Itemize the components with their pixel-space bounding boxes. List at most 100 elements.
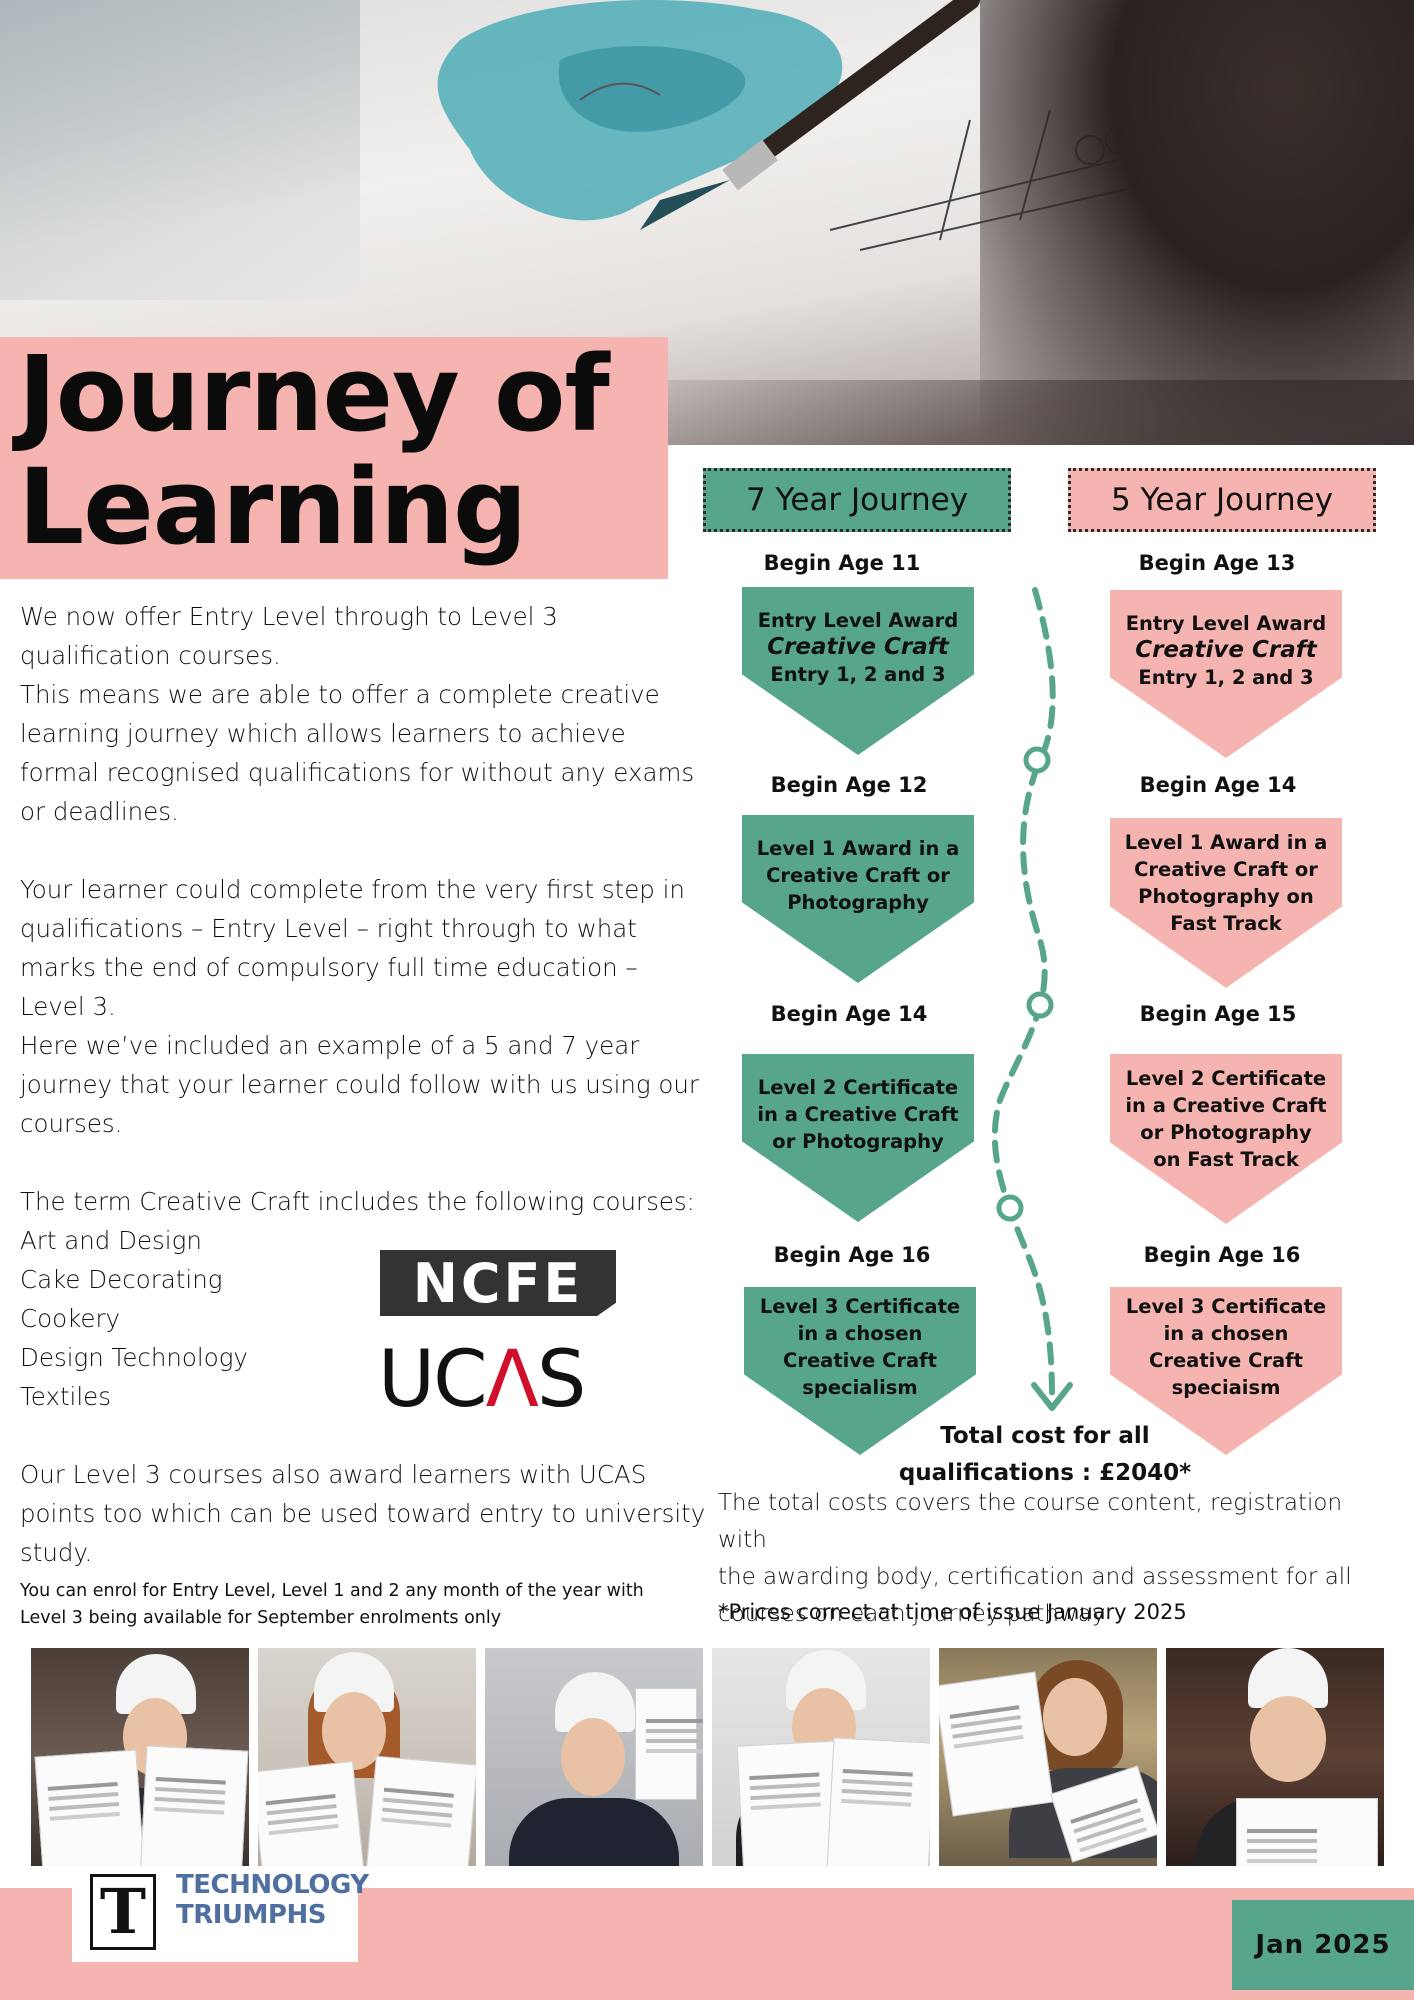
- price-note: *Prices correct at time of issue January…: [718, 1600, 1187, 1624]
- learner-photo: [712, 1648, 930, 1866]
- intro-line: Your learner could complete from the ver…: [20, 875, 685, 904]
- logo-word: TECHNOLOGY: [176, 1870, 369, 1900]
- title-line-2: Learning: [18, 446, 527, 568]
- step-text: Level 3 Certificate in a chosen Creative…: [1125, 1295, 1327, 1399]
- certificate: [826, 1737, 930, 1866]
- shadow-area: [0, 0, 360, 300]
- technology-triumphs-logo: T TECHNOLOGY TRIUMPHS: [72, 1866, 369, 1962]
- step-line: Entry Level Award: [1125, 611, 1327, 635]
- intro-line: marks the end of compulsory full time ed…: [20, 953, 638, 982]
- certificate: [364, 1755, 476, 1866]
- course-item: Cake Decorating: [20, 1265, 223, 1294]
- learner-photo: [485, 1648, 703, 1866]
- enrol-note: You can enrol for Entry Level, Level 1 a…: [20, 1578, 710, 1632]
- step-arrow-green: Level 2 Certificate in a Creative Craft …: [742, 1054, 974, 1222]
- issue-date-badge: Jan 2025: [1232, 1900, 1414, 1990]
- learner-photo: [258, 1648, 476, 1866]
- step-arrow-green: Entry Level Award Creative Craft Entry 1…: [742, 587, 974, 755]
- enrol-line: You can enrol for Entry Level, Level 1 a…: [20, 1581, 644, 1601]
- ucas-line: points too which can be used toward entr…: [20, 1499, 706, 1528]
- course-item: Design Technology: [20, 1343, 248, 1372]
- step-text: Level 1 Award in a Creative Craft or Pho…: [1124, 831, 1328, 935]
- craft-intro: The term Creative Craft includes the fol…: [20, 1187, 695, 1216]
- intro-line: Here we’ve included an example of a 5 an…: [20, 1031, 640, 1060]
- intro-line: formal recognised qualifications for wit…: [20, 758, 695, 787]
- step-text: Entry Level Award Creative Craft Entry 1…: [758, 607, 959, 688]
- certificate: [34, 1749, 146, 1866]
- step-text: Level 3 Certificate in a chosen Creative…: [759, 1295, 961, 1399]
- age-label: Begin Age 11: [763, 551, 921, 575]
- step-line: Entry 1, 2 and 3: [770, 662, 946, 686]
- hero-painting-photo: [0, 0, 1414, 445]
- certificate: [939, 1671, 1054, 1817]
- total-cost-line: Total cost for all: [940, 1423, 1150, 1449]
- age-label: Begin Age 14: [1139, 773, 1297, 797]
- ucas-letters: S: [536, 1335, 586, 1425]
- hand-photo: [980, 0, 1414, 445]
- age-label: Begin Age 16: [773, 1243, 931, 1267]
- journey-header-7-year: 7 Year Journey: [703, 468, 1011, 532]
- learner-photo: [1166, 1648, 1384, 1866]
- intro-line: This means we are able to offer a comple…: [20, 680, 660, 709]
- cost-desc-line: The total costs covers the course conten…: [718, 1490, 1343, 1553]
- step-arrow-pink: Level 1 Award in a Creative Craft or Pho…: [1110, 818, 1342, 988]
- ucas-line: study.: [20, 1538, 93, 1567]
- step-text: Level 2 Certificate in a Creative Craft …: [757, 1075, 959, 1153]
- step-text: Level 2 Certificate in a Creative Craft …: [1125, 1067, 1327, 1171]
- logo-t-mark: T: [90, 1874, 156, 1950]
- intro-line: learning journey which allows learners t…: [20, 719, 626, 748]
- course-item: Cookery: [20, 1304, 121, 1333]
- ncfe-logo-text: NCFE: [412, 1251, 584, 1315]
- learner-photo: [31, 1648, 249, 1866]
- dashed-path-connector: [991, 587, 1073, 1411]
- spacer: [20, 831, 710, 870]
- step-text: Entry Level Award Creative Craft Entry 1…: [1126, 610, 1327, 691]
- page-title: Journey of Learning: [18, 338, 678, 564]
- paintbrush: [640, 0, 980, 230]
- ucas-a-mark: Λ: [485, 1335, 539, 1425]
- intro-line: courses.: [20, 1109, 123, 1138]
- path-node: [996, 1194, 1024, 1222]
- ucas-letters: UC: [378, 1335, 488, 1425]
- cost-desc-line: the awarding body, certification and ass…: [718, 1564, 1352, 1590]
- age-label: Begin Age 13: [1138, 551, 1296, 575]
- learner-face: [1250, 1696, 1326, 1782]
- certificate: [1236, 1798, 1378, 1866]
- cost-desc-line: courses on each journey pathway: [718, 1601, 1106, 1627]
- total-cost: Total cost for all qualifications : £204…: [880, 1418, 1210, 1492]
- step-arrow-pink: Level 2 Certificate in a Creative Craft …: [1110, 1054, 1342, 1224]
- watercolour-wash: [437, 0, 843, 221]
- step-arrow-pink: Entry Level Award Creative Craft Entry 1…: [1110, 590, 1342, 758]
- intro-line: qualification courses.: [20, 641, 281, 670]
- learner-photo: [939, 1648, 1157, 1866]
- age-label: Begin Age 16: [1143, 1243, 1301, 1267]
- path-node: [1023, 746, 1051, 774]
- path-node: [1026, 991, 1054, 1019]
- logo-wordmark: TECHNOLOGY TRIUMPHS: [176, 1870, 369, 1930]
- certificate: [258, 1761, 367, 1866]
- certificate: [635, 1688, 703, 1800]
- age-label: Begin Age 12: [770, 773, 928, 797]
- spacer: [20, 1416, 710, 1455]
- step-line: Entry 1, 2 and 3: [1138, 665, 1314, 689]
- step-text: Level 1 Award in a Creative Craft or Pho…: [756, 836, 960, 914]
- title-line-1: Journey of: [18, 333, 610, 455]
- title-background: [0, 337, 668, 579]
- ncfe-logo: NCFE: [380, 1250, 616, 1316]
- logo-word: TRIUMPHS: [176, 1900, 326, 1930]
- ucas-logo: UCΛS: [378, 1340, 618, 1420]
- learner-body: [509, 1798, 679, 1866]
- age-label: Begin Age 15: [1139, 1002, 1297, 1026]
- intro-text: We now offer Entry Level through to Leve…: [20, 597, 710, 1572]
- intro-line: journey that your learner could follow w…: [20, 1070, 700, 1099]
- spacer: [20, 1143, 710, 1182]
- intro-line: qualifications – Entry Level – right thr…: [20, 914, 637, 943]
- course-item: Textiles: [20, 1382, 112, 1411]
- step-line: Entry Level Award: [757, 608, 959, 632]
- total-cost-line: qualifications : £2040*: [898, 1460, 1192, 1486]
- cost-description: The total costs covers the course conten…: [718, 1485, 1378, 1633]
- course-item: Art and Design: [20, 1226, 202, 1255]
- journey-header-5-year: 5 Year Journey: [1068, 468, 1376, 532]
- path-arrowhead: [1031, 1382, 1073, 1411]
- intro-line: Level 3.: [20, 992, 116, 1021]
